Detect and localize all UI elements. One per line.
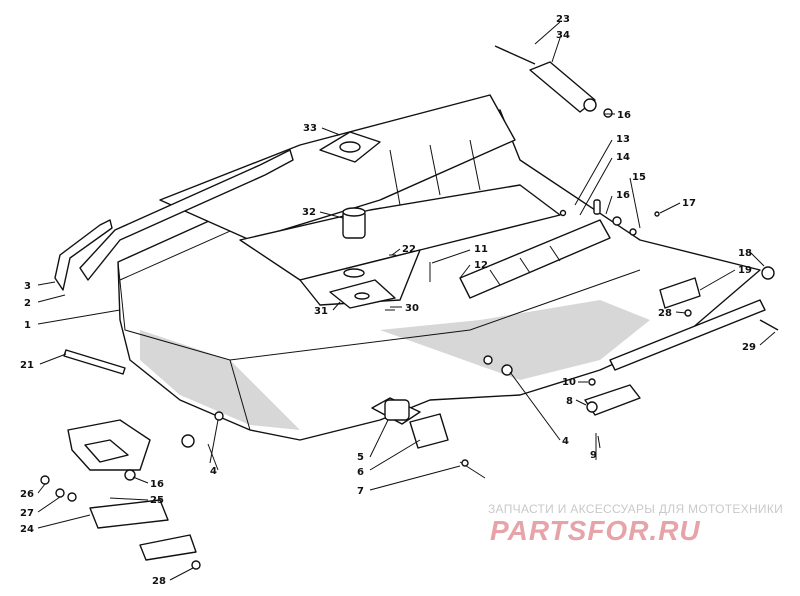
- callout-16: 16: [617, 110, 631, 121]
- callout-4: 4: [562, 436, 569, 447]
- callout-31: 31: [314, 306, 328, 317]
- callout-28: 28: [658, 308, 672, 319]
- side-vent-panel: [459, 219, 611, 299]
- fasteners: [181, 199, 779, 448]
- callout-24: 24: [20, 524, 34, 535]
- callout-33: 33: [303, 123, 317, 134]
- callout-22: 22: [402, 244, 416, 255]
- callout-3: 3: [24, 281, 31, 292]
- callout-13: 13: [616, 134, 630, 145]
- callout-25: 25: [150, 495, 164, 506]
- callout-26: 26: [20, 489, 34, 500]
- lower-bracket-assembly: [40, 419, 201, 570]
- callout-28: 28: [152, 576, 166, 587]
- callout-14: 14: [616, 152, 630, 163]
- callout-9: 9: [590, 450, 597, 461]
- callout-34: 34: [556, 30, 570, 41]
- callout-29: 29: [742, 342, 756, 353]
- callout-11: 11: [474, 244, 488, 255]
- callout-5: 5: [357, 452, 364, 463]
- callout-15: 15: [632, 172, 646, 183]
- callout-8: 8: [566, 396, 573, 407]
- watermark-tagline: ЗАПЧАСТИ И АКСЕССУАРЫ ДЛЯ МОТОТЕХНИКИ: [488, 502, 784, 516]
- filler-assembly: [319, 131, 396, 309]
- right-rail: [609, 277, 766, 371]
- callout-18: 18: [738, 248, 752, 259]
- rod: [63, 349, 126, 375]
- callout-7: 7: [357, 486, 364, 497]
- callout-16: 16: [616, 190, 630, 201]
- callout-17: 17: [682, 198, 696, 209]
- callout-1: 1: [24, 320, 31, 331]
- callout-12: 12: [474, 260, 488, 271]
- callout-27: 27: [20, 508, 34, 519]
- latch-assembly: [584, 378, 641, 460]
- callout-16: 16: [150, 479, 164, 490]
- callout-6: 6: [357, 467, 364, 478]
- console-panel: [239, 184, 561, 306]
- callout-32: 32: [302, 207, 316, 218]
- bumper-strips: [54, 149, 294, 291]
- callout-10: 10: [562, 377, 576, 388]
- callout-21: 21: [20, 360, 34, 371]
- headlight-assembly: [371, 397, 486, 479]
- callout-30: 30: [405, 303, 419, 314]
- leader-lines: [37, 21, 776, 581]
- hinge-bracket: [494, 45, 613, 118]
- callout-19: 19: [738, 265, 752, 276]
- callout-2: 2: [24, 298, 31, 309]
- watermark-logo: PARTSFOR.RU: [490, 515, 701, 546]
- callout-labels: 23 34 16 33 13 14 15 16 17 32 22 11 12 1…: [20, 14, 756, 587]
- callout-4: 4: [210, 466, 217, 477]
- callout-23: 23: [556, 14, 570, 25]
